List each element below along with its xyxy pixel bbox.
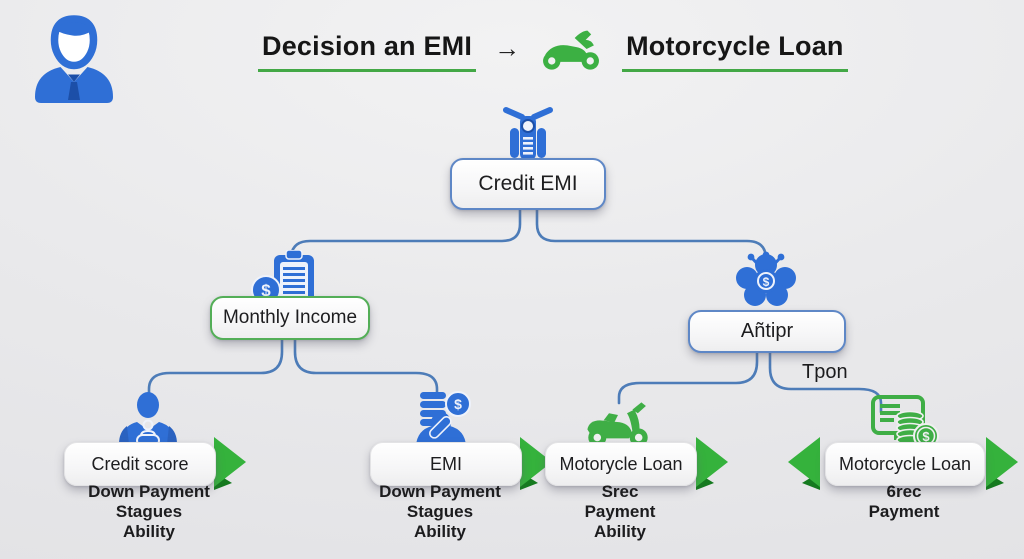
arrow-right-green [520,437,552,490]
sub-line: 6rec [886,482,922,501]
edge-label-tpon: Tpon [802,361,848,383]
flower-dollar-icon: $ [736,251,796,306]
title-left: Decision an EMI [258,31,477,72]
motorcycle-front-icon [503,107,553,160]
sub-line: Payment [584,502,656,521]
node-credit-emi: Credit EMI [450,158,606,210]
node-motorcycle-loan: Motorcycle Loan [825,442,985,486]
arrow-right-green [696,437,728,490]
node-motorcycle-loan-label: Motorcycle Loan [838,453,972,474]
arrow-right-green [986,437,1018,490]
title-right: Motorcycle Loan [622,31,848,72]
arrow-left-green [788,437,820,490]
sub-line: Stagues [406,502,474,521]
node-monthly-income-label: Monthly Income [222,307,358,328]
svg-text:$: $ [261,281,271,300]
svg-text:$: $ [922,429,930,444]
node-motorycle-loan: Motorycle Loan [545,442,697,486]
svg-text:$: $ [763,275,770,289]
node-credit-score: Credit score [64,442,216,486]
motorcycle-icon [543,30,600,70]
node-monthly-income: Monthly Income [210,296,370,340]
node-emi: EMI [370,442,522,486]
node-motorycle-loan-label: Motorycle Loan [559,453,683,474]
sub-line: Down Payment [379,482,501,501]
motorycle-loan-sublabels: Srec Payment Ability [525,482,715,542]
sub-line: Down Payment [88,482,210,501]
credit-score-sublabels: Down Payment Stagues Ability [54,482,244,542]
screen-coins-icon: $ [871,395,939,449]
sub-line: Ability [123,522,175,541]
arrow-right-green [214,437,246,490]
page-title: Decision an EMI → Motorcycle Loan [258,26,848,76]
sub-line: Ability [414,522,466,541]
sub-line: Stagues [115,502,183,521]
arrow-right-glyph: → [494,32,521,63]
person-icon [35,15,113,103]
node-antipr: Añtipr [688,310,846,353]
sub-line: Srec [601,482,639,501]
coins-person-icon: $ [416,391,471,446]
node-credit-emi-label: Credit EMI [478,172,578,195]
motorcycle-loan-sublabels: 6rec Payment [809,482,999,522]
node-antipr-label: Añtipr [740,320,794,342]
svg-text:$: $ [454,396,462,412]
emi-sublabels: Down Payment Stagues Ability [345,482,535,542]
node-credit-score-label: Credit score [91,453,189,474]
person-badge-icon [119,392,177,448]
node-emi-label: EMI [429,453,462,474]
sub-line: Ability [594,522,646,541]
sub-line: Payment [868,502,940,521]
